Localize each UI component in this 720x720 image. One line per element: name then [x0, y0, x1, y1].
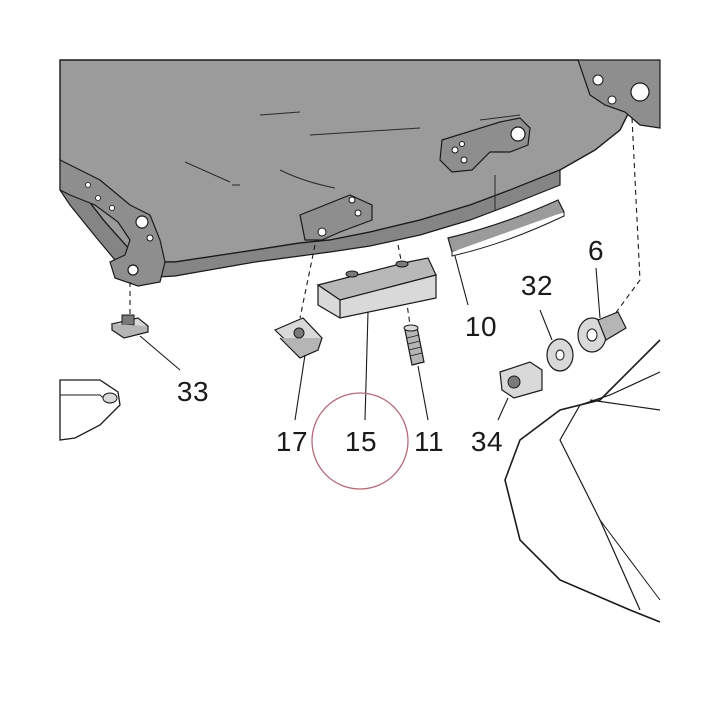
part-10-trim-strip [447, 199, 565, 257]
left-frame-bracket [59, 159, 166, 287]
leader-10 [454, 255, 469, 306]
callout-33: 33 [177, 376, 209, 407]
callout-15: 15 [345, 426, 377, 457]
leader-17 [294, 354, 306, 421]
part-17-spring-clip [273, 317, 323, 359]
surface-detail-lines [184, 111, 521, 210]
leader-6 [595, 267, 601, 319]
part-32-washer [546, 338, 574, 372]
part-34-cage-nut [499, 361, 543, 399]
leader-34 [497, 397, 509, 421]
callout-11: 11 [414, 426, 444, 457]
right-lower-component [504, 339, 661, 623]
callout-17: 17 [276, 426, 308, 457]
callout-6: 6 [588, 235, 604, 266]
leader-33 [139, 335, 181, 371]
callout-leaders [139, 255, 601, 421]
leader-15 [364, 311, 369, 421]
leader-11 [417, 365, 429, 421]
callout-34: 34 [471, 426, 503, 457]
leader-32 [539, 309, 553, 341]
body-panel [59, 59, 661, 287]
part-11-screw [403, 324, 425, 366]
part-15-block [316, 257, 437, 319]
left-lower-component [59, 379, 121, 441]
part-33-clip-nut [110, 314, 150, 339]
callout-32: 32 [521, 270, 553, 301]
mounting-plate [299, 194, 373, 241]
part-6-pin [577, 311, 627, 353]
callout-10: 10 [465, 311, 497, 342]
callout-15-highlight-circle [311, 392, 409, 490]
assembly-leader-lines [129, 117, 641, 326]
